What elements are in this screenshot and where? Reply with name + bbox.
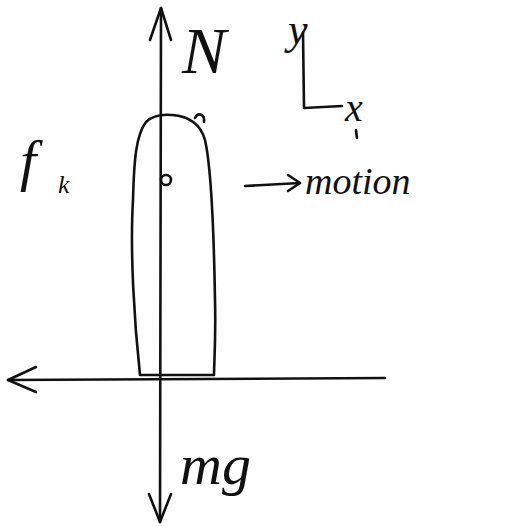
- axis-label: x: [345, 88, 363, 128]
- object-outline: [132, 115, 215, 375]
- normal-arrowhead: [150, 8, 171, 40]
- motion-arrowhead: [288, 175, 300, 191]
- friction-arrowhead: [8, 367, 36, 392]
- motion-arrow: [245, 183, 300, 186]
- axis-label: y: [288, 8, 308, 52]
- object-top-bump: [195, 115, 204, 122]
- vertical-force-line: [160, 8, 161, 522]
- tick-mark: [356, 130, 357, 138]
- normal-force-label: N: [182, 18, 226, 84]
- weight-arrowhead: [149, 494, 171, 522]
- friction-line: [8, 378, 385, 380]
- axes-symbol: [303, 32, 342, 108]
- center-of-mass: [161, 175, 171, 185]
- friction-subscript: k: [58, 172, 70, 198]
- friction-label: f: [20, 132, 36, 190]
- weight-label: mg: [180, 436, 251, 494]
- motion-label: motion: [305, 162, 411, 200]
